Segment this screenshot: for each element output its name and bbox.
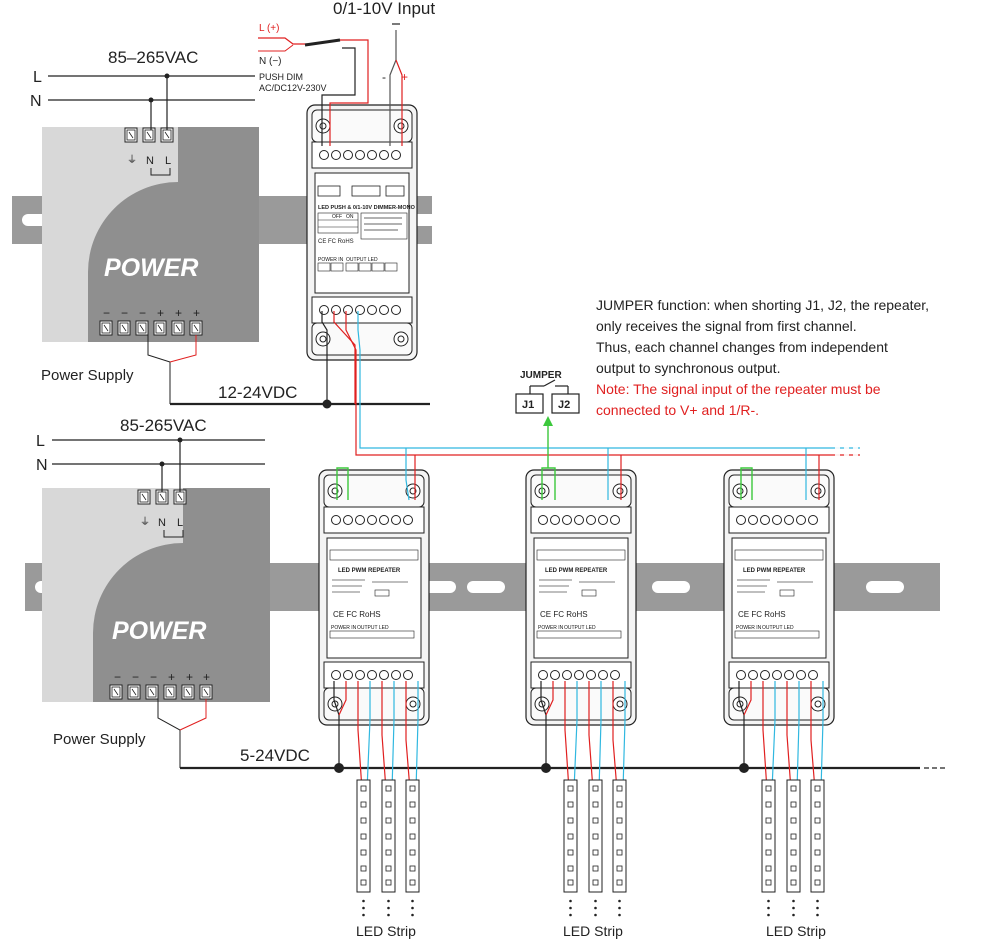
dc-terminal-label-4: + (157, 306, 164, 320)
dimmer-title: LED PUSH & 0/1-10V DIMMER-MONO (318, 205, 416, 211)
dc-terminal-b-label-1: − (114, 670, 121, 684)
repeater-2: LED PWM REPEATER CE FC RoHS POWER IN OUT… (525, 469, 637, 726)
ground-symbol-bottom: ⏚ (140, 516, 150, 528)
repeater-3-output: OUTPUT LED (762, 625, 794, 631)
dc-terminal-label-2: − (121, 306, 128, 320)
ac-voltage-label-top: 85–265VAC (108, 48, 198, 67)
ground-symbol: ⏚ (127, 154, 137, 166)
dc-terminal-label-3: − (139, 306, 146, 320)
repeater-1-power-in: POWER IN (331, 625, 357, 631)
ac-voltage-label-bottom: 85-265VAC (120, 416, 207, 435)
input-title: 0/1-10V Input (333, 0, 435, 18)
note-line-6: connected to V+ and 1/R-. (596, 402, 759, 418)
jumper-title: JUMPER (520, 370, 562, 381)
dc-terminal-b-label-5: + (186, 670, 193, 684)
repeater-signal-wiring (336, 416, 820, 501)
dimmer-output-label: OUTPUT LED (346, 257, 378, 263)
terminal-n-label-bottom: N (158, 517, 166, 529)
repeater-3-marks: CE FC RoHS (738, 610, 786, 619)
input-plus-label: + (401, 70, 408, 84)
dc-terminal-b-label-3: − (150, 670, 157, 684)
dc-terminal-b-label-4: + (168, 670, 175, 684)
terminal-l-label: L (165, 155, 171, 167)
power-supply-caption-bottom: Power Supply (53, 731, 146, 748)
dimmer-switch-on: ON (346, 214, 354, 220)
dimmer-switch-off: OFF (332, 214, 342, 220)
ac-input-bottom: 85-265VAC L N (36, 416, 265, 492)
input-wiring (258, 23, 403, 146)
dc-wiring-top: 12-24VDC (147, 311, 862, 456)
line-label-bottom: L (36, 433, 45, 450)
dc-terminal-b-label-6: + (203, 670, 210, 684)
note-line-1: JUMPER function: when shorting J1, J2, t… (596, 297, 929, 313)
led-strip-label-1: LED Strip (356, 923, 416, 939)
repeater-1-title: LED PWM REPEATER (338, 568, 401, 574)
led-strip-label-3: LED Strip (766, 923, 826, 939)
push-dim-line1: PUSH DIM (259, 72, 303, 82)
jumper-j2-label: J2 (558, 399, 570, 411)
led-strips-1: LED Strip (356, 779, 420, 939)
terminal-l-label-bottom: L (177, 517, 183, 529)
dc-terminal-label-1: − (103, 306, 110, 320)
note-line-3: Thus, each channel changes from independ… (596, 339, 888, 355)
note-line-5: Note: The signal input of the repeater m… (596, 381, 881, 397)
repeater-3-title: LED PWM REPEATER (743, 568, 806, 574)
line-label-top: L (33, 69, 42, 86)
note-line-4: output to synchronous output. (596, 360, 780, 376)
led-strip-label-2: LED Strip (563, 923, 623, 939)
repeater-1-marks: CE FC RoHS (333, 610, 381, 619)
power-supply-bottom: POWER ⏚ N L − − − + + + Power Supply (42, 488, 270, 748)
power-supply-top: POWER ⏚ N L − − − + + + Power Supply (41, 127, 259, 384)
dc-terminal-label-5: + (175, 306, 182, 320)
note-line-2: only receives the signal from first chan… (596, 318, 857, 334)
repeater-2-marks: CE FC RoHS (540, 610, 588, 619)
neutral-label-bottom: N (36, 457, 48, 474)
ac-input-top: 85–265VAC L N (30, 48, 255, 130)
led-strips-2: LED Strip (563, 779, 627, 939)
repeater-output-wiring (333, 681, 824, 791)
power-supply-caption-top: Power Supply (41, 367, 134, 384)
dimmer-power-in-label: POWER IN (318, 257, 344, 263)
input-header: 0/1-10V Input L (+) N (−) PUSH DIM AC/DC… (259, 0, 435, 93)
power-brand-bottom: POWER (112, 617, 206, 645)
led-strips-3: LED Strip (761, 779, 826, 939)
input-minus-label: - (382, 70, 386, 84)
repeater-3-power-in: POWER IN (736, 625, 762, 631)
jumper-j1-label: J1 (522, 399, 534, 411)
push-dim-n-label: N (−) (259, 56, 282, 67)
repeater-1-output: OUTPUT LED (357, 625, 389, 631)
voltage-label-bottom: 5-24VDC (240, 746, 310, 765)
repeater-2-title: LED PWM REPEATER (545, 568, 608, 574)
push-dim-l-label: L (+) (259, 23, 279, 34)
terminal-n-label: N (146, 155, 154, 167)
jumper-note: JUMPER function: when shorting J1, J2, t… (596, 297, 929, 418)
repeater-3: LED PWM REPEATER CE FC RoHS POWER IN OUT… (723, 469, 835, 726)
repeater-1: LED PWM REPEATER CE FC RoHS POWER IN OUT… (318, 469, 430, 726)
neutral-label-top: N (30, 93, 42, 110)
dc-terminal-b-label-2: − (132, 670, 139, 684)
repeater-2-output: OUTPUT LED (564, 625, 596, 631)
dimmer-cert-marks: CE FC RoHS (318, 239, 354, 245)
voltage-label-top: 12-24VDC (218, 383, 297, 402)
dc-terminal-label-6: + (193, 306, 200, 320)
dimmer-module: LED PUSH & 0/1-10V DIMMER-MONO OFF ON CE… (306, 104, 418, 361)
push-dim-line2: AC/DC12V-230V (259, 83, 327, 93)
power-brand-top: POWER (104, 254, 198, 282)
repeater-2-power-in: POWER IN (538, 625, 564, 631)
jumper-diagram: JUMPER J1 J2 (515, 370, 580, 414)
